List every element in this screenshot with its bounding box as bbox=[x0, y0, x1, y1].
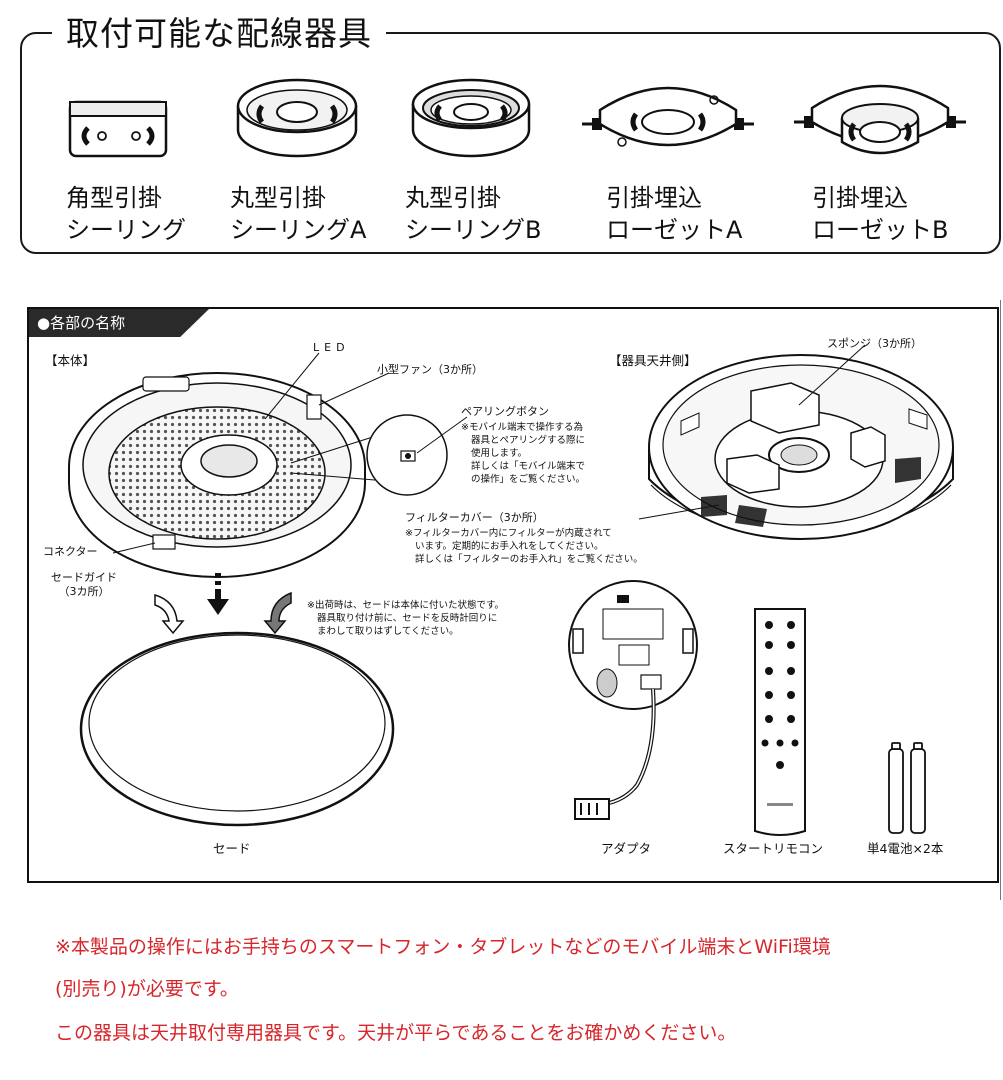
round-ceiling-a-illustration bbox=[232, 72, 362, 162]
fan-label: 小型ファン（3か所） bbox=[377, 363, 483, 376]
parts-panel: ●各部の名称 【本体】 【器具天井側】 LED 小型ファン（3か所） ペアリング… bbox=[27, 307, 999, 883]
page-edge-rule bbox=[1000, 300, 1001, 900]
square-ceiling-illustration bbox=[66, 88, 170, 160]
pairing-button-zoom bbox=[290, 414, 448, 496]
embedded-rosette-b-illustration bbox=[790, 68, 970, 168]
main-body-illustration bbox=[68, 372, 366, 578]
led-label: LED bbox=[313, 341, 350, 354]
remote-illustration bbox=[754, 608, 806, 836]
round-ceiling-b-illustration bbox=[408, 72, 534, 162]
adapter-illustration bbox=[568, 580, 699, 820]
mobile-requirement-note: ※本製品の操作にはお手持ちのスマートフォン・タブレットなどのモバイル端末とWiF… bbox=[55, 936, 831, 958]
ceiling-side-heading: 【器具天井側】 bbox=[609, 353, 697, 368]
round-ceiling-b-label: 丸型引掛シーリングB bbox=[405, 184, 542, 244]
connector-label: コネクター bbox=[43, 545, 98, 558]
filter-note: ※フィルターカバー内にフィルターが内蔵されて います。定期的にお手入れをしてくだ… bbox=[405, 528, 643, 565]
batteries-illustration bbox=[888, 742, 926, 834]
main-body-heading: 【本体】 bbox=[45, 353, 96, 368]
parts-section-title: ●各部の名称 bbox=[29, 309, 209, 337]
pairing-button-label: ペアリングボタン bbox=[461, 405, 549, 418]
sponge-label: スポンジ（3か所） bbox=[827, 337, 922, 350]
embedded-rosette-a-label: 引掛埋込ローゼットA bbox=[606, 184, 743, 244]
parts-illustration bbox=[68, 344, 954, 836]
embedded-rosette-a-illustration bbox=[578, 70, 758, 160]
rotate-right-arrow-icon bbox=[263, 591, 292, 635]
mobile-requirement-note-cont: (別売り)が必要です。 bbox=[55, 978, 239, 1000]
batteries-label: 単4電池×2本 bbox=[867, 841, 944, 856]
filter-cover-label: フィルターカバー（3か所） bbox=[405, 511, 544, 524]
compatible-fixtures-box bbox=[20, 32, 1001, 254]
shade-guide-label: セードガイド（3カ所） bbox=[51, 571, 117, 598]
shipping-note: ※出荷時は、セードは本体に付いた状態です。 器具取り付け前に、セードを反時計回り… bbox=[307, 600, 505, 637]
rotate-left-arrow-icon bbox=[154, 593, 185, 635]
round-ceiling-a-label: 丸型引掛シーリングA bbox=[230, 184, 367, 244]
shade-illustration bbox=[79, 631, 395, 827]
down-arrow-icon bbox=[207, 573, 229, 615]
ceiling-side-illustration bbox=[648, 354, 954, 540]
compatible-fixtures-title: 取付可能な配線器具 bbox=[52, 12, 386, 56]
square-ceiling-label: 角型引掛シーリング bbox=[66, 184, 186, 244]
ceiling-only-note: この器具は天井取付専用器具です。天井が平らであることをお確かめください。 bbox=[55, 1022, 737, 1044]
pairing-note: ※モバイル端末で操作する為 器具とペアリングする際に 使用します。 詳しくは「モ… bbox=[461, 422, 586, 485]
shade-label: セード bbox=[213, 841, 251, 856]
adapter-label: アダプタ bbox=[601, 841, 652, 856]
remote-label: スタートリモコン bbox=[723, 841, 824, 856]
embedded-rosette-b-label: 引掛埋込ローゼットB bbox=[812, 184, 949, 244]
